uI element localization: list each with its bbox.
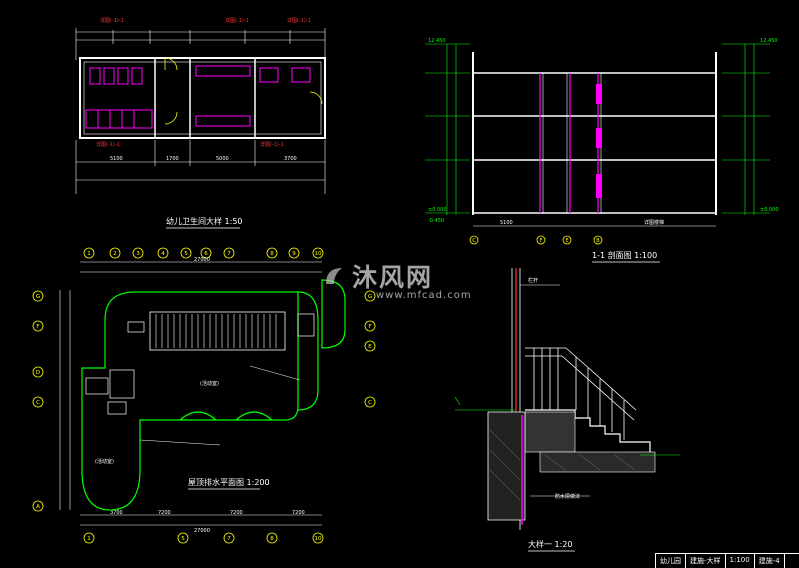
section-axis-f: F — [540, 238, 543, 244]
elevation-zero-left: ±0.000 — [428, 207, 447, 213]
plan-axis-bottom-7: 7 — [227, 536, 231, 542]
svg-text:详图(-1)-1: 详图(-1)-1 — [96, 141, 120, 148]
plan-dim-2: 7200 — [158, 510, 171, 516]
plan-axis-right-f: F — [368, 324, 371, 330]
section-title: 1-1 剖面图 1:100 — [592, 250, 657, 260]
svg-text:详图(-1)-1: 详图(-1)-1 — [225, 17, 249, 24]
section-1-1: 12.450 ±0.000 -0.450 12.450 ±0.000 5100 … — [425, 38, 779, 263]
detail-note-top: 栏杆 — [528, 277, 538, 284]
section-axis-e: E — [565, 238, 568, 244]
plan-axis-2: 2 — [113, 251, 117, 257]
plan-axis-right-c: C — [368, 400, 372, 406]
elevation-top-left: 12.450 — [428, 38, 446, 44]
dim-toilet-4: 3700 — [284, 156, 297, 162]
toilet-plan: 详图(-1)-1 详图(-1)-1 详图(-1)-1 详图(-1)-1 详图(-1)-… — [75, 17, 326, 229]
plan-dim-total-top: 27000 — [194, 257, 210, 263]
plan-axis-left-d: D — [36, 370, 40, 376]
plan-dim-3: 7200 — [230, 510, 243, 516]
section-axis-c: C — [472, 238, 476, 244]
plan-axis-left-c: C — [36, 400, 40, 406]
roof-plan: 1 2 3 4 5 6 7 8 9 10 1 5 7 8 10 27000 27… — [32, 247, 376, 544]
watermark: 沐风网 — [322, 258, 433, 294]
title-block-scale: 1:100 — [726, 554, 755, 568]
stair-detail: 栏杆 防水层做法 大样一 1:20 — [454, 268, 680, 552]
plan-dim-4: 7200 — [292, 510, 305, 516]
elevation-top-right: 12.450 — [760, 38, 778, 44]
plan-axis-3: 3 — [136, 251, 140, 257]
title-block-number: 建施-4 — [755, 554, 785, 568]
detail-title: 大样一 1:20 — [528, 539, 573, 549]
plan-axis-bottom-1: 1 — [87, 536, 91, 542]
detail-note-bottom: 防水层做法 — [555, 493, 580, 500]
plan-axis-left-f: F — [36, 324, 39, 330]
svg-text:详图(-1)-1: 详图(-1)-1 — [287, 17, 311, 24]
elevation-neg-left: -0.450 — [428, 218, 444, 224]
plan-axis-bottom-5: 5 — [181, 536, 185, 542]
plan-axis-left-g: G — [36, 294, 40, 300]
plan-axis-10: 10 — [315, 251, 322, 257]
svg-text:详图(-1)-1: 详图(-1)-1 — [100, 17, 124, 24]
elevation-zero-right: ±0.000 — [760, 207, 779, 213]
watermark-url: www.mfcad.com — [376, 290, 472, 301]
dim-toilet-1: 5100 — [110, 156, 123, 162]
room-label-2: (活动室) — [95, 458, 114, 465]
plan-axis-bottom-10: 10 — [315, 536, 322, 542]
svg-text:详图(-1)-1: 详图(-1)-1 — [260, 141, 284, 148]
plan-dim-1: 3700 — [110, 510, 123, 516]
plan-axis-1: 1 — [87, 251, 91, 257]
plan-axis-right-g: G — [368, 294, 372, 300]
roof-plan-title: 屋顶排水平面图 1:200 — [188, 477, 270, 487]
watermark-logo-icon — [326, 268, 342, 284]
title-block: 幼儿园 建施-大样 1:100 建施-4 — [655, 553, 799, 568]
plan-axis-9: 9 — [292, 251, 296, 257]
plan-axis-right-e: E — [368, 344, 372, 350]
plan-axis-bottom-8: 8 — [270, 536, 274, 542]
plan-axis-4: 4 — [161, 251, 165, 257]
plan-dim-total-bottom: 27000 — [194, 528, 210, 534]
plan-axis-8: 8 — [270, 251, 274, 257]
plan-axis-6: 6 — [204, 251, 208, 257]
room-label-1: (活动室) — [200, 380, 219, 387]
dim-section: 5100 — [500, 220, 513, 226]
dim-toilet-3: 5000 — [216, 156, 229, 162]
section-bottom-label: 详图楼梯 — [644, 219, 664, 226]
dim-toilet-2: 1700 — [166, 156, 179, 162]
watermark-brand: 沐风网 — [352, 263, 434, 292]
plan-axis-left-a: A — [36, 504, 40, 510]
title-block-project: 幼儿园 — [656, 554, 686, 568]
section-axis-b: B — [596, 238, 600, 244]
plan-axis-5: 5 — [184, 251, 188, 257]
plan-axis-7: 7 — [227, 251, 231, 257]
toilet-plan-title: 幼儿卫生间大样 1:50 — [166, 216, 243, 226]
title-block-sheet: 建施-大样 — [686, 554, 726, 568]
